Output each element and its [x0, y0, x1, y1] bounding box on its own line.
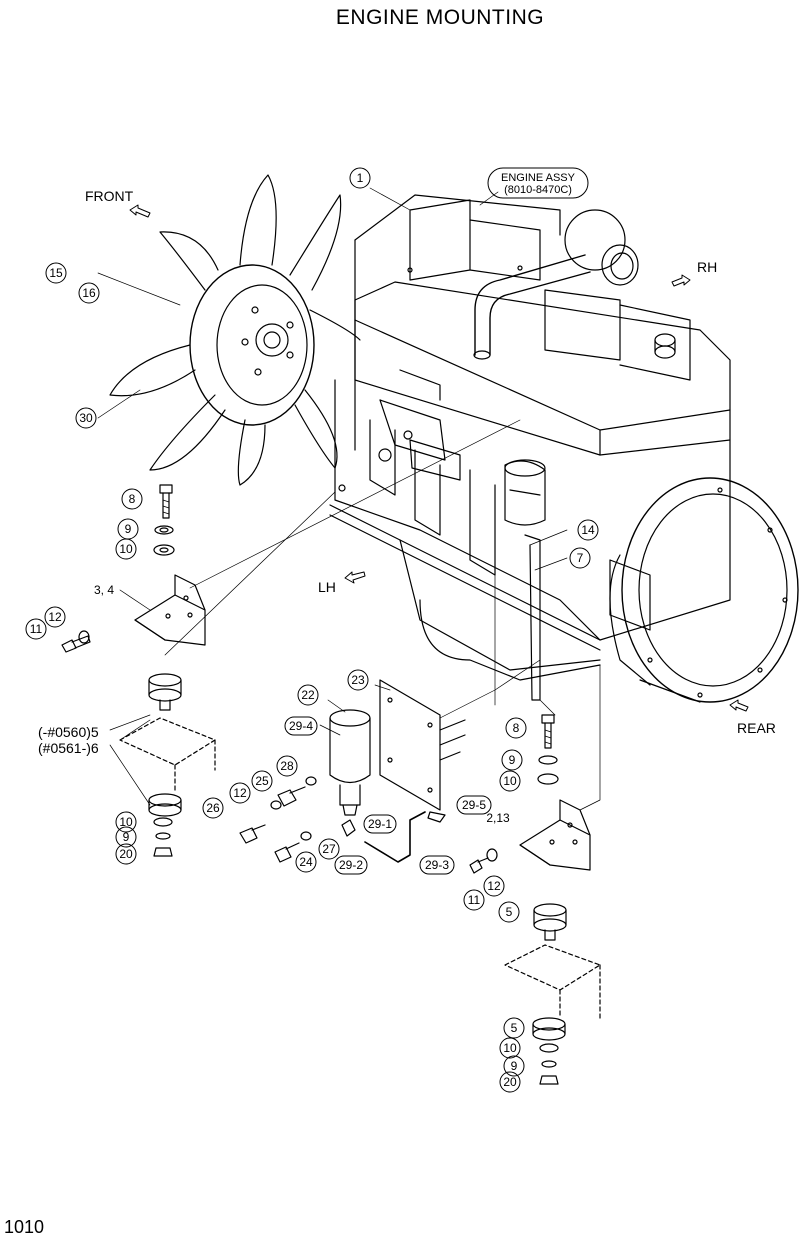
- callout-7: 7: [577, 551, 584, 565]
- callout-5: 5: [511, 1021, 518, 1035]
- callout-14: 14: [581, 523, 595, 537]
- callout-20: 20: [503, 1075, 517, 1089]
- engine-assy-label: ENGINE ASSY: [501, 172, 576, 184]
- rear-label: REAR: [737, 720, 776, 736]
- callout-9: 9: [123, 830, 130, 844]
- callout-20: 20: [119, 847, 133, 861]
- callout-24: 24: [299, 855, 313, 869]
- callout-15: 15: [49, 266, 63, 280]
- callout-9: 9: [509, 753, 516, 767]
- callout-9: 9: [125, 522, 132, 536]
- right-mount-assembly: [469, 714, 601, 1085]
- lh-label: LH: [318, 579, 336, 595]
- callout-29-4: 29-4: [289, 719, 313, 733]
- callout-22: 22: [301, 688, 315, 702]
- page-title: ENGINE MOUNTING: [335, 6, 545, 29]
- callout-10: 10: [503, 774, 517, 788]
- leader-lines: [97, 187, 601, 811]
- callout-28: 28: [280, 759, 294, 773]
- direction-arrows: [129, 204, 749, 712]
- fuel-filter-assembly: [239, 679, 466, 863]
- front-arrow-icon: [129, 204, 151, 218]
- rear-arrow-icon: [729, 699, 749, 712]
- callout-8: 8: [129, 492, 136, 506]
- callout-12: 12: [48, 610, 62, 624]
- callout-3-4: 3, 4: [94, 583, 114, 597]
- callout-5: 5: [506, 905, 513, 919]
- callout-23: 23: [351, 673, 365, 687]
- callout-9: 9: [511, 1059, 518, 1073]
- rh-label: RH: [697, 259, 717, 275]
- flywheel-housing: [609, 477, 799, 703]
- callout-30: 30: [79, 411, 93, 425]
- left-mount-assembly: [61, 484, 216, 857]
- engine-assy-code: (8010-8470C): [504, 184, 572, 196]
- callout-29-1: 29-1: [368, 817, 392, 831]
- callout-8: 8: [513, 721, 520, 735]
- callout-12: 12: [233, 786, 247, 800]
- callout-12: 12: [487, 879, 501, 893]
- rh-arrow-icon: [671, 274, 691, 287]
- front-label: FRONT: [85, 188, 134, 204]
- callout-29-2: 29-2: [339, 858, 363, 872]
- cooling-fan: [109, 174, 361, 486]
- callout-11: 11: [468, 893, 481, 907]
- lh-arrow-icon: [344, 571, 366, 584]
- callout-bubbles: [25, 167, 599, 1093]
- serial-note-before: (-#0560)5: [38, 724, 99, 740]
- callout-27: 27: [322, 842, 336, 856]
- callout-29-3: 29-3: [425, 858, 449, 872]
- callout-29-5: 29-5: [462, 798, 486, 812]
- callout-1: 1: [357, 171, 364, 185]
- page-number: 1010: [4, 1217, 45, 1237]
- callout-10: 10: [119, 542, 133, 556]
- callout-10: 10: [503, 1041, 517, 1055]
- callout-10: 10: [119, 815, 133, 829]
- callout-11: 11: [30, 622, 43, 636]
- callout-26: 26: [206, 801, 220, 815]
- callout-16: 16: [82, 286, 96, 300]
- serial-note-after: (#0561-)6: [38, 740, 99, 756]
- engine-block: [329, 194, 731, 701]
- callout-2-13: 2,13: [486, 811, 510, 825]
- callout-25: 25: [255, 774, 269, 788]
